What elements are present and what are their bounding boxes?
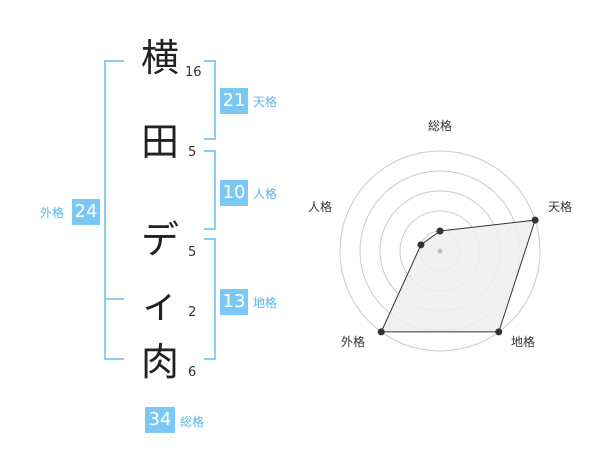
- tenkaku-value: 21: [220, 88, 248, 114]
- stroke-count-3: 5: [188, 245, 197, 260]
- radar-axis-label-2: 天格: [548, 199, 572, 214]
- tenkaku-label: 天格: [253, 95, 278, 109]
- gaikaku-bracket: [104, 60, 124, 360]
- gaikaku-value: 24: [72, 199, 100, 225]
- radar-point-4: [377, 328, 385, 336]
- gaikaku-label: 外格: [40, 206, 65, 220]
- soukaku-value: 34: [145, 407, 175, 433]
- name-char-4: ィ: [140, 282, 179, 326]
- radar-point-5: [417, 241, 425, 249]
- name-char-3: デ: [140, 218, 179, 262]
- chikaku-bracket: [204, 238, 216, 360]
- stroke-count-4: 2: [188, 305, 197, 320]
- radar-series-polygon: [380, 219, 536, 333]
- jinkaku-bracket: [204, 150, 216, 230]
- jinkaku-label: 人格: [253, 187, 278, 201]
- radar-center-dot: [437, 248, 443, 254]
- radar-point-1: [436, 227, 444, 235]
- radar-point-3: [495, 328, 503, 336]
- radar-point-2: [531, 216, 539, 224]
- stroke-count-5: 6: [188, 365, 197, 380]
- name-char-1: 横: [140, 36, 179, 80]
- name-char-5: 肉: [140, 340, 179, 384]
- radar-axis-label-1: 総格: [428, 118, 452, 133]
- name-char-2: 田: [140, 120, 179, 164]
- jinkaku-value: 10: [220, 180, 248, 206]
- radar-axis-label-4: 外格: [341, 334, 365, 349]
- radar-axis-label-3: 地格: [511, 334, 535, 349]
- chikaku-value: 13: [220, 289, 248, 315]
- stroke-count-2: 5: [188, 145, 197, 160]
- soukaku-label: 総格: [180, 415, 205, 429]
- radar-ring: [339, 150, 541, 352]
- chikaku-label: 地格: [253, 296, 278, 310]
- radar-axis-label-5: 人格: [308, 199, 332, 214]
- tenkaku-bracket: [204, 60, 216, 140]
- stroke-count-1: 16: [185, 65, 202, 80]
- gaikaku-bracket-mid: [104, 298, 124, 300]
